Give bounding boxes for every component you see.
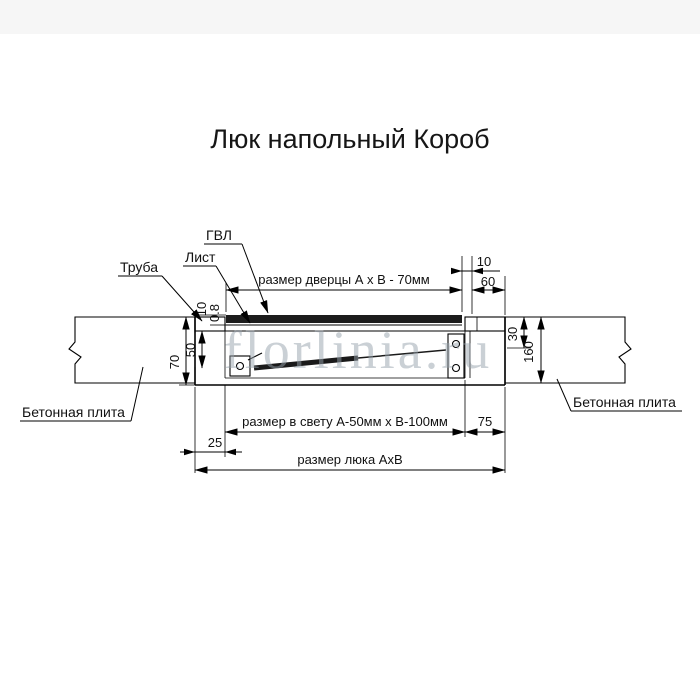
left-concrete-slab: [68, 316, 196, 384]
gap-10-text: 10: [477, 254, 491, 269]
leader-line: [556, 378, 572, 412]
dim-75: 75: [464, 414, 506, 436]
clear-size-text: размер в свету А-50мм х В-100мм: [242, 414, 448, 429]
leader-line: [215, 265, 251, 324]
arrow: [184, 448, 195, 456]
gvl-text: ГВЛ: [206, 227, 232, 243]
inner-depth-text: 50: [183, 343, 198, 357]
left-hinge-pivot: [235, 361, 245, 371]
label-concrete-left: Бетонная плита: [20, 366, 144, 422]
dim-25-text: 25: [208, 435, 222, 450]
dim-right-30: 30: [505, 316, 531, 349]
right-mount-pivot-bottom: [451, 363, 461, 373]
left-frame-tube: [194, 316, 226, 332]
dim-top-right: 10 60: [451, 254, 506, 315]
sheet-thickness-text: 0.8: [207, 304, 222, 322]
label-tube: Труба: [118, 259, 203, 322]
concrete-left-text: Бетонная плита: [22, 404, 125, 420]
sheet-text: Лист: [185, 249, 216, 265]
label-gvl: ГВЛ: [204, 227, 269, 314]
page-title: Люк напольный Короб: [210, 124, 489, 154]
left-slab-hatch: [68, 316, 196, 384]
label-concrete-right: Бетонная плита: [556, 378, 682, 412]
halo-160: [525, 332, 541, 371]
lid-gvl-layer: [226, 315, 462, 323]
dim-clear-size: размер в свету А-50мм х В-100мм: [224, 414, 466, 436]
concrete-right-text: Бетонная плита: [573, 394, 676, 410]
frame-60-text: 60: [481, 274, 495, 289]
watermark: florlinia.ru: [224, 320, 492, 380]
top-strip: [0, 0, 700, 34]
arrow: [451, 267, 462, 275]
left-hinge-bracket: [229, 355, 251, 377]
right-mount-pivot-top: [451, 339, 461, 349]
hatch-lid: [226, 315, 462, 326]
arrow: [472, 267, 483, 275]
right-frame-tube: [464, 316, 506, 332]
hatch-size-text: размер люка АхВ: [297, 452, 402, 467]
box-depth-text: 70: [167, 355, 182, 369]
dim-hatch-size: размер люка АхВ: [194, 452, 506, 474]
gas-spring-mechanism: [229, 331, 471, 379]
dim-right-160: 160: [507, 316, 547, 384]
gas-spring-cylinder: [253, 355, 359, 371]
dim-75-text: 75: [478, 414, 492, 429]
door-size-text: размер дверцы А х В - 70мм: [258, 272, 430, 287]
hatch-box: [194, 316, 506, 386]
dim-door-size: размер дверцы А х В - 70мм: [225, 256, 463, 312]
right-mount-plate: [447, 333, 465, 379]
gas-spring-rod: [357, 349, 447, 359]
tube-text: Труба: [120, 259, 158, 275]
leader-line: [161, 275, 203, 322]
right-30-text: 30: [505, 327, 520, 341]
leader-line: [130, 366, 144, 422]
right-160-text: 160: [521, 341, 536, 363]
dim-25: 25: [180, 435, 242, 456]
hinge-link: [247, 352, 263, 361]
dim-box-depth-70: 70: [167, 316, 197, 386]
label-sheet: Лист: [183, 249, 251, 324]
leader-line: [241, 243, 269, 314]
dim-lid-thickness: 10 0.8: [194, 302, 226, 326]
arrow: [225, 448, 236, 456]
